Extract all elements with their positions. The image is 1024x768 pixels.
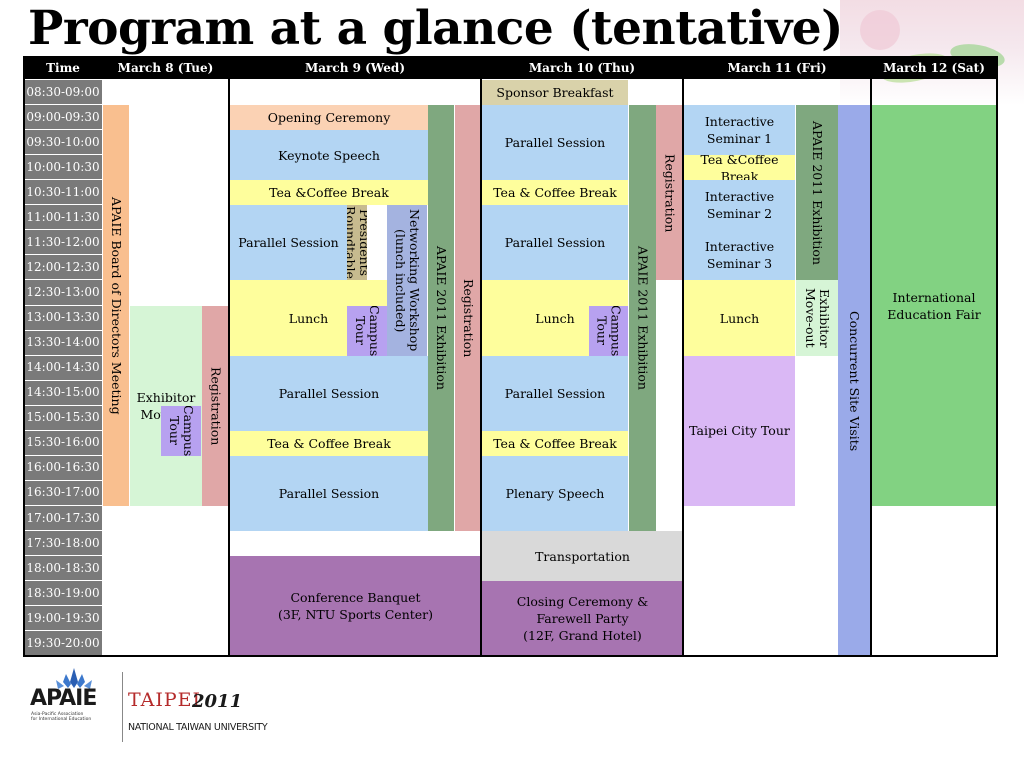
event-concurrent-site-visits: Concurrent Site Visits bbox=[838, 105, 870, 657]
event-taipei-city-tour: Taipei City Tour bbox=[684, 355, 795, 507]
table-border bbox=[23, 57, 25, 657]
event-parallel-session: Parallel Session bbox=[482, 355, 628, 431]
time-slot-1230-1300: 12:30-13:00 bbox=[24, 280, 102, 306]
event-registration: Registration bbox=[202, 305, 229, 506]
time-slot-1000-1030: 10:00-10:30 bbox=[24, 155, 102, 181]
flower-shape bbox=[860, 10, 900, 50]
event-apaie-2011-exhibition: APAIE 2011 Exhibition bbox=[629, 105, 656, 532]
time-slot-1200-1230: 12:00-12:30 bbox=[24, 255, 102, 281]
table-border bbox=[480, 57, 482, 657]
apaie-subtitle: Asia-Pacific Association for Internation… bbox=[31, 712, 92, 722]
event-parallel-session: Parallel Session bbox=[230, 355, 428, 431]
time-slot-1830-1900: 18:30-19:00 bbox=[24, 581, 102, 607]
event-parallel-session: Parallel Session bbox=[230, 455, 428, 532]
table-border bbox=[23, 655, 998, 658]
event-registration: Registration bbox=[455, 105, 481, 532]
event-plenary-speech: Plenary Speech bbox=[482, 455, 628, 532]
taipei-2011-logo: TAIPEI 2011 NATIONAL TAIWAN UNIVERSITY bbox=[122, 672, 282, 742]
column-header-march-12-sat: March 12 (Sat) bbox=[883, 60, 985, 75]
event-presidents-roundtable: Presidents Roundtable bbox=[347, 205, 367, 281]
event-tea-and-coffee-break: Tea & Coffee Break bbox=[482, 180, 628, 206]
column-header-march-9-wed: March 9 (Wed) bbox=[305, 60, 405, 75]
column-header-march-10-thu: March 10 (Thu) bbox=[528, 60, 636, 75]
time-slot-1530-1600: 15:30-16:00 bbox=[24, 430, 102, 456]
table-border bbox=[870, 57, 872, 657]
event-campus-tour: Campus Tour bbox=[347, 305, 387, 356]
event-tea-and-coffee-break: Tea & Coffee Break bbox=[482, 430, 628, 456]
event-interactive-seminar-2: Interactive Seminar 2 bbox=[684, 180, 795, 231]
apaie-wordmark: APAIE bbox=[30, 686, 97, 711]
event-parallel-session: Parallel Session bbox=[482, 105, 628, 181]
time-slot-1030-1100: 10:30-11:00 bbox=[24, 180, 102, 206]
event-apaie-2011-exhibition: APAIE 2011 Exhibition bbox=[428, 105, 454, 532]
time-slot-0900-0930: 09:00-09:30 bbox=[24, 105, 102, 131]
event-registration: Registration bbox=[656, 105, 683, 281]
event-transportation: Transportation bbox=[482, 531, 683, 582]
column-header-march-11-fri: March 11 (Fri) bbox=[727, 60, 827, 75]
time-slot-1800-1830: 18:00-18:30 bbox=[24, 556, 102, 582]
university-name: NATIONAL TAIWAN UNIVERSITY bbox=[128, 722, 268, 733]
event-apaie-board-of-directors-meeting: APAIE Board of Directors Meeting bbox=[103, 105, 129, 506]
event-closing-ceremony-and-farewell-party-12f-grand-hotel: Closing Ceremony & Farewell Party (12F, … bbox=[482, 581, 683, 657]
event-conference-banquet-3f-ntu-sports-center: Conference Banquet (3F, NTU Sports Cente… bbox=[230, 556, 481, 657]
event-exhibitor-move-out: Exhibitor Move-out bbox=[796, 280, 838, 356]
event-networking-workshop-lunch-included: Networking Workshop (lunch included) bbox=[387, 205, 427, 356]
page-title: Program at a glance (tentative) bbox=[28, 1, 843, 56]
table-border bbox=[996, 57, 998, 657]
apaie-logo: APAIE Asia-Pacific Association for Inter… bbox=[30, 668, 120, 740]
header-row-bg bbox=[24, 57, 997, 79]
event-opening-ceremony: Opening Ceremony bbox=[230, 105, 428, 131]
taipei-wordmark: TAIPEI bbox=[128, 689, 202, 711]
event-international-education-fair: International Education Fair bbox=[871, 105, 997, 506]
column-header-march-8-tue: March 8 (Tue) bbox=[117, 60, 214, 75]
time-slot-1300-1330: 13:00-13:30 bbox=[24, 305, 102, 331]
event-apaie-2011-exhibition: APAIE 2011 Exhibition bbox=[796, 105, 838, 281]
event-parallel-session: Parallel Session bbox=[230, 205, 347, 281]
taipei-year: 2011 bbox=[192, 691, 243, 712]
time-slot-0930-1000: 09:30-10:00 bbox=[24, 130, 102, 156]
event-keynote-speech: Keynote Speech bbox=[230, 130, 428, 181]
time-slot-1700-1730: 17:00-17:30 bbox=[24, 506, 102, 532]
event-interactive-seminar-1: Interactive Seminar 1 bbox=[684, 105, 795, 156]
time-slot-1500-1530: 15:00-15:30 bbox=[24, 405, 102, 431]
logo-divider bbox=[122, 672, 123, 742]
table-border bbox=[228, 57, 230, 657]
time-slot-1100-1130: 11:00-11:30 bbox=[24, 205, 102, 231]
event-tea-andcoffee-break: Tea &Coffee Break bbox=[684, 155, 795, 181]
event-tea-and-coffee-break: Tea & Coffee Break bbox=[230, 430, 428, 456]
event-tea-andcoffee-break: Tea &Coffee Break bbox=[230, 180, 428, 206]
event-lunch: Lunch bbox=[684, 280, 795, 356]
time-slot-1430-1500: 14:30-15:00 bbox=[24, 380, 102, 406]
event-campus-tour: Campus Tour bbox=[161, 405, 201, 456]
time-slot-1630-1700: 16:30-17:00 bbox=[24, 480, 102, 506]
time-slot-1400-1430: 14:00-14:30 bbox=[24, 355, 102, 381]
table-border bbox=[23, 56, 998, 58]
time-slot-1130-1200: 11:30-12:00 bbox=[24, 230, 102, 256]
column-header-time: Time bbox=[46, 60, 80, 75]
event-parallel-session: Parallel Session bbox=[482, 205, 628, 281]
event-interactive-seminar-3: Interactive Seminar 3 bbox=[684, 230, 795, 281]
time-slot-1600-1630: 16:00-16:30 bbox=[24, 455, 102, 481]
time-slot-1330-1400: 13:30-14:00 bbox=[24, 330, 102, 356]
table-border bbox=[682, 57, 684, 657]
time-slot-1730-1800: 17:30-18:00 bbox=[24, 531, 102, 557]
apaie-flame-icon bbox=[56, 668, 92, 689]
time-slot-1930-2000: 19:30-20:00 bbox=[24, 631, 102, 657]
event-campus-tour: Campus Tour bbox=[589, 305, 628, 356]
time-slot-1900-1930: 19:00-19:30 bbox=[24, 606, 102, 632]
time-slot-0830-0900: 08:30-09:00 bbox=[24, 80, 102, 106]
event-sponsor-breakfast: Sponsor Breakfast bbox=[482, 80, 628, 106]
